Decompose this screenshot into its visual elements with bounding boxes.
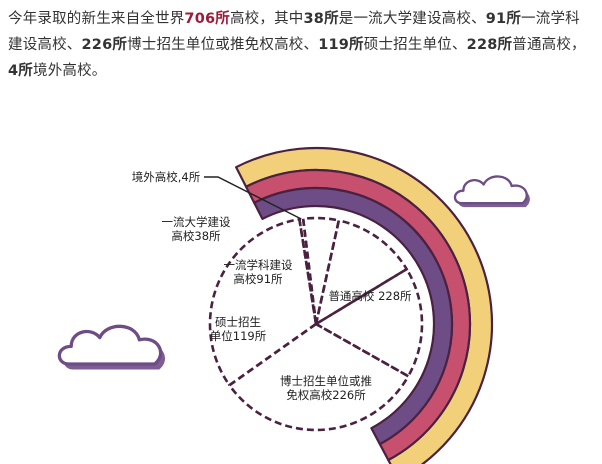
pie-slice bbox=[314, 218, 409, 327]
intro-text: 硕士招生单位、 bbox=[363, 37, 467, 53]
slice-label-line: 普通高校 228所 bbox=[328, 289, 412, 303]
intro-text: 普通高校， bbox=[512, 37, 586, 53]
intro-count: 4所 bbox=[8, 63, 33, 79]
cloud-top-right bbox=[453, 175, 530, 208]
slice-label-line: 单位119所 bbox=[210, 329, 267, 343]
intro-text: 高校，其中 bbox=[229, 11, 304, 27]
slice-label-line: 高校38所 bbox=[171, 229, 221, 243]
intro-text: 一流学科建设高校、 bbox=[8, 11, 580, 53]
slice-label-line: 免权高校226所 bbox=[286, 388, 366, 402]
leader-line bbox=[204, 176, 302, 220]
slice-label-line: 硕士招生 bbox=[215, 315, 261, 329]
intro-text: 境外高校。 bbox=[33, 63, 107, 79]
intro-count: 119所 bbox=[318, 37, 364, 53]
pie-slice bbox=[301, 216, 341, 325]
slice-label-line: 一流大学建设 bbox=[162, 215, 231, 229]
slice-label: 普通高校 228所 bbox=[328, 289, 412, 303]
intro-paragraph: 今年录取的新生来自全世界706所高校，其中38所是一流大学建设高校、91所一流学… bbox=[8, 6, 594, 84]
ring-inner-band bbox=[253, 186, 454, 446]
intro-count: 91所 bbox=[485, 11, 522, 27]
intro-count: 38所 bbox=[303, 11, 339, 27]
intro-text: 今年录取的新生来自全世界 bbox=[8, 11, 185, 27]
intro-text: 是一流大学建设高校、 bbox=[338, 11, 486, 27]
slice-label-line: 高校91所 bbox=[233, 272, 283, 286]
pie-slice bbox=[227, 322, 411, 432]
intro-total: 706所 bbox=[184, 11, 230, 27]
slice-label: 境外高校,4所 bbox=[132, 170, 302, 220]
pie-slice bbox=[208, 217, 318, 388]
slice-label-line: 境外高校,4所 bbox=[132, 170, 201, 184]
intro-count: 226所 bbox=[81, 37, 128, 53]
intro-text: 博士招生单位或推免权高校、 bbox=[127, 37, 319, 53]
intro-count: 228所 bbox=[466, 37, 513, 53]
pie-slice bbox=[313, 267, 424, 378]
slice-label-line: 一流学科建设 bbox=[224, 258, 293, 272]
slice-label-line: 博士招生单位或推 bbox=[280, 374, 372, 388]
cloud-left bbox=[57, 324, 166, 370]
